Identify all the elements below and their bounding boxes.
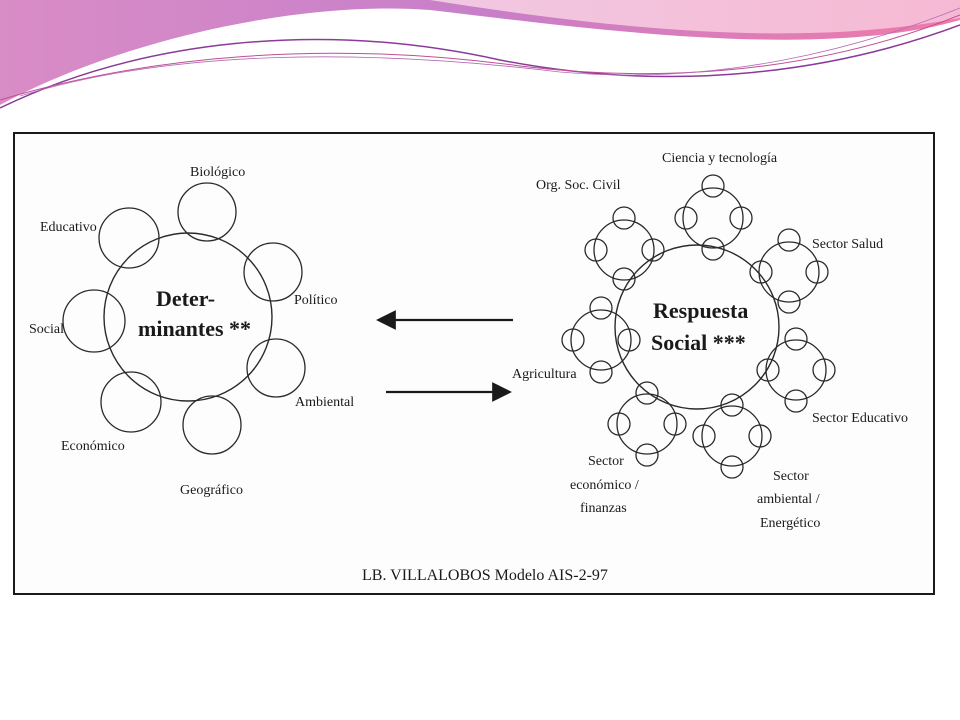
response-group-economico [607, 381, 687, 467]
response-group-ciencia [674, 174, 753, 261]
banner-wave-light [430, 0, 960, 34]
response-title-line1: Respuesta [653, 298, 748, 323]
banner-line-3 [19, 7, 960, 97]
response-group-ambiental [692, 393, 772, 479]
label-sector-salud: Sector Salud [812, 237, 883, 252]
label-economico: Económico [61, 439, 125, 454]
label-sector-economico-line2: económico / [570, 478, 639, 493]
determinant-circle-biologico [177, 182, 237, 242]
label-sector-ambiental-line3: Energético [760, 516, 820, 531]
label-ambiental: Ambiental [295, 395, 354, 410]
response-group-educativo [756, 327, 836, 413]
banner-line-2 [0, 14, 960, 101]
response-cluster: Respuesta Social *** Ciencia y tecnologí… [512, 151, 908, 531]
label-agricultura: Agricultura [512, 367, 577, 382]
figure-caption: LB. VILLALOBOS Modelo AIS-2-97 [362, 567, 608, 584]
slide-header-banner [0, 0, 960, 109]
determinants-title-line2: minantes ** [138, 316, 251, 341]
label-geografico: Geográfico [180, 483, 243, 498]
determinants-cluster: Deter- minantes ** Biológico Educativo P… [29, 165, 354, 498]
label-social: Social [29, 322, 64, 337]
determinant-circle-ambiental [246, 338, 306, 398]
label-ciencia-tecnologia: Ciencia y tecnología [662, 151, 778, 166]
determinant-circle-politico [243, 242, 303, 302]
diagram-frame [13, 132, 935, 595]
label-politico: Político [294, 293, 338, 308]
determinant-circle-educativo [98, 207, 160, 269]
label-educativo: Educativo [40, 220, 97, 235]
label-sector-economico-line3: finanzas [580, 501, 627, 516]
response-group-org-soc-civil [584, 206, 665, 291]
response-group-salud [749, 228, 829, 314]
label-sector-economico-line1: Sector [588, 454, 624, 469]
determinants-title-line1: Deter- [156, 286, 215, 311]
label-sector-educativo: Sector Educativo [812, 411, 908, 426]
determinant-circle-geografico [182, 395, 242, 455]
label-biologico: Biológico [190, 165, 245, 180]
label-sector-ambiental-line2: ambiental / [757, 492, 820, 507]
response-group-agricultura [561, 296, 641, 384]
response-main-circle [614, 244, 780, 410]
response-title-line2: Social *** [651, 330, 746, 355]
banner-line-1 [0, 24, 960, 109]
label-sector-ambiental-line1: Sector [773, 469, 809, 484]
label-org-soc-civil: Org. Soc. Civil [536, 178, 621, 193]
determinants-main-circle [103, 232, 273, 402]
determinant-circle-economico [100, 371, 162, 433]
determinant-circle-social [62, 289, 126, 353]
